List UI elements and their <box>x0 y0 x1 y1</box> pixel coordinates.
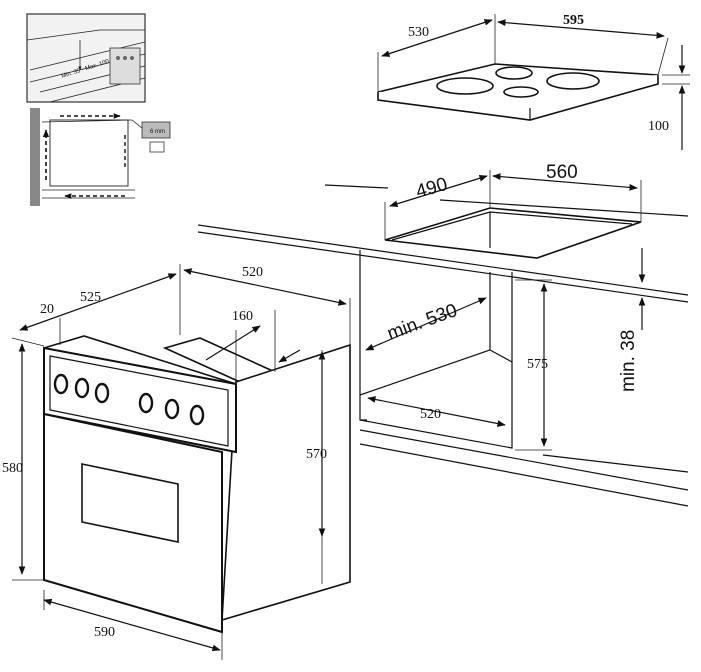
cutout-width-label: 560 <box>546 162 578 183</box>
oven-depth-label: 525 <box>80 290 101 305</box>
inset-top-detail: Min. 35 - Max. 100 <box>26 13 146 103</box>
hob-depth-label: 530 <box>408 25 429 40</box>
cabinet-width-label: 520 <box>420 407 441 422</box>
burner <box>495 66 533 80</box>
oven-knobs <box>53 373 205 426</box>
oven-front-width-label: 590 <box>94 625 115 640</box>
oven-height-label: 580 <box>2 461 23 476</box>
inset-side-detail: 6 mm <box>30 108 171 206</box>
worktop <box>197 184 689 303</box>
knob[interactable] <box>189 404 205 426</box>
hob <box>377 63 659 121</box>
oven-body-width-label: 520 <box>242 265 263 280</box>
knob[interactable] <box>53 373 69 395</box>
burner <box>546 72 600 90</box>
oven-body-height-label: 570 <box>306 447 327 462</box>
hob-height-label: 100 <box>648 119 669 134</box>
knob[interactable] <box>164 398 180 420</box>
cabinet-height-label: 575 <box>527 357 548 372</box>
hob-cutout <box>384 207 642 259</box>
hob-width-label: 595 <box>563 13 584 28</box>
knob[interactable] <box>138 392 154 414</box>
cabinet-recess <box>359 250 689 507</box>
oven-top-unit-label: 160 <box>232 309 253 324</box>
cabinet-min-depth-label: min. 530 <box>385 300 461 345</box>
cutout-min-clearance-label: min. 38 <box>618 330 639 392</box>
oven <box>43 335 351 634</box>
burner <box>503 86 539 98</box>
knob[interactable] <box>74 377 90 399</box>
knob[interactable] <box>94 382 110 404</box>
oven-window <box>81 463 179 543</box>
burner <box>436 77 494 95</box>
cutout-depth-label: 490 <box>414 174 450 203</box>
inset-gap-label: 6 mm <box>150 129 165 135</box>
oven-panel-label: 20 <box>40 302 54 317</box>
